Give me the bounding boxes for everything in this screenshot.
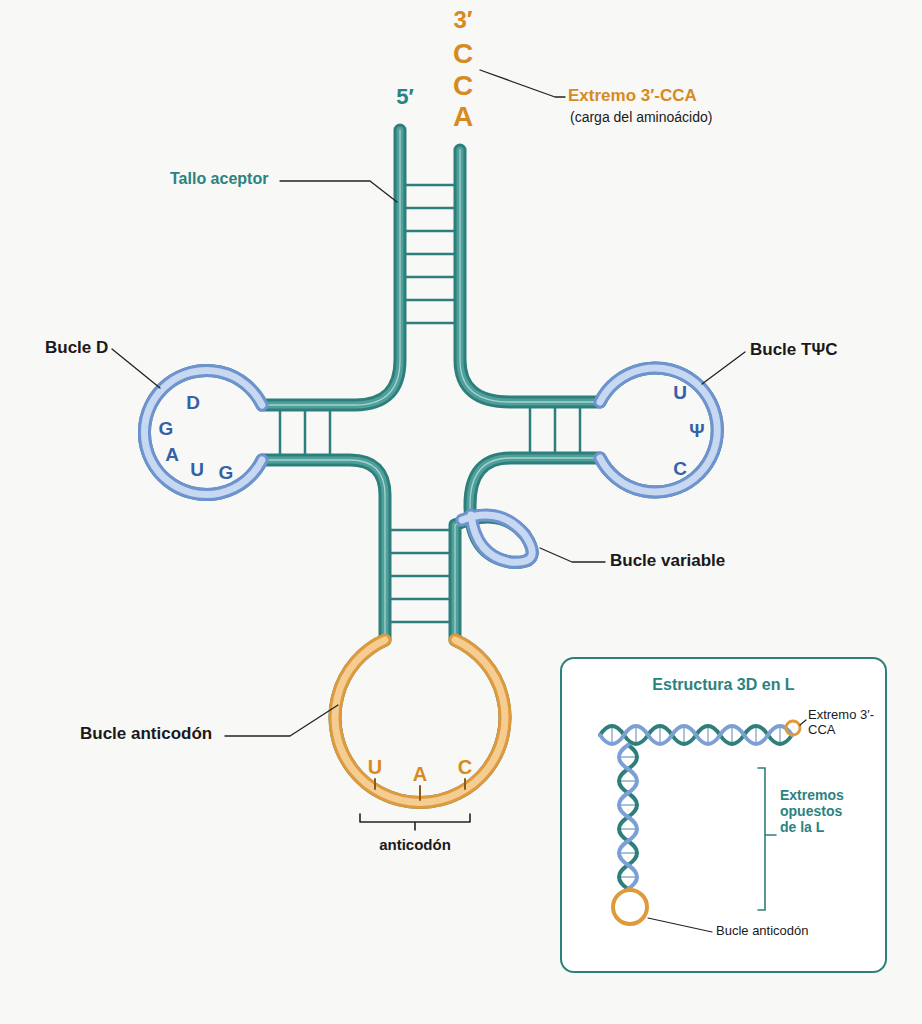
nucleotide-letter: A <box>408 763 432 786</box>
part-label: Bucle anticodón <box>80 724 212 744</box>
anticodon-loop <box>335 640 505 802</box>
nucleotide-letter: C <box>443 70 483 102</box>
nucleotide-letter: U <box>185 459 209 481</box>
part-label: Tallo aceptor <box>170 170 268 188</box>
nucleotide-letter: A <box>160 444 184 466</box>
part-label: Bucle TΨC <box>750 340 837 360</box>
nucleotide-letter: C <box>668 458 692 480</box>
part-label: Bucle variable <box>610 551 725 571</box>
bracket-label: anticodón <box>355 836 475 853</box>
nucleotide-letter: C <box>453 756 477 779</box>
anticodon-bracket <box>360 814 470 830</box>
part-label: Extremo 3′-CCA <box>808 708 880 738</box>
nucleotide-letter: U <box>363 756 387 779</box>
leader-lines <box>112 70 745 736</box>
nucleotide-letter: A <box>443 101 483 133</box>
t-loop <box>600 368 717 492</box>
variable-loop <box>462 515 532 562</box>
nucleotide-letter: Ψ <box>685 420 709 442</box>
part-note: (carga del aminoácido) <box>570 109 712 125</box>
end-label: 3′ <box>443 6 483 34</box>
nucleotide-letter: G <box>154 418 178 440</box>
inset-heading: Estructura 3D en L <box>562 675 885 694</box>
nucleotide-letter: U <box>668 382 692 404</box>
part-label: Bucle anticodón <box>716 924 809 939</box>
nucleotide-letter: C <box>443 38 483 70</box>
part-label: Bucle D <box>45 338 108 358</box>
part-label: Extremo 3′-CCA <box>568 86 697 106</box>
part-label: Extremos opuestos de la L <box>780 787 862 835</box>
d-loop <box>144 371 262 495</box>
end-label: 5′ <box>385 84 425 109</box>
nucleotide-letter: G <box>214 462 238 484</box>
nucleotide-letter: D <box>181 392 205 414</box>
